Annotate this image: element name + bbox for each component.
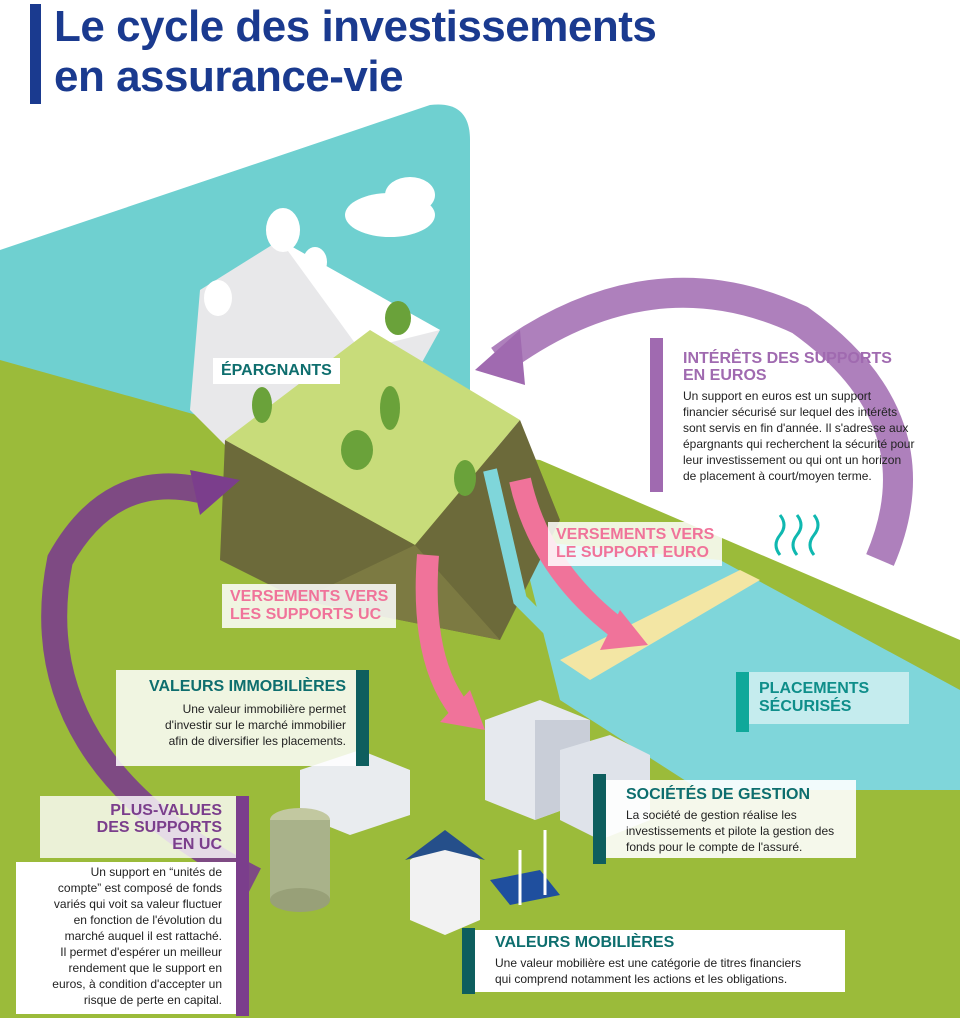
interets-line: épargnants qui recherchent la sécurité p… <box>683 437 915 451</box>
plus-values-body: Un support en “unités de compte” est com… <box>20 864 222 1008</box>
interets-body: Un support en euros est un support finan… <box>683 388 943 484</box>
steam-icon <box>774 514 820 556</box>
interets-line: leur investissement ou qui ont un horizo… <box>683 453 902 467</box>
interets-line: Un support en euros est un support <box>683 389 872 403</box>
plus-values-heading-line-2: DES SUPPORTS <box>96 819 222 836</box>
placements-line-1: PLACEMENTS <box>759 680 870 697</box>
plus-values-heading-line-3: EN UC <box>172 836 222 853</box>
interets-line: financier sécurisé sur lequel des intérê… <box>683 405 898 419</box>
societes-line: investissements et pilote la gestion des <box>626 824 835 838</box>
wind-turbines <box>518 830 547 905</box>
interets-line: de placement à court/moyen terme. <box>683 469 872 483</box>
plus-values-line: rendement que le support en <box>68 961 222 975</box>
plus-values-heading-box: PLUS-VALUES DES SUPPORTS EN UC <box>40 796 236 858</box>
placements-accent-bar <box>736 672 749 732</box>
solar-panels <box>490 870 560 905</box>
societes-box: SOCIÉTÉS DE GESTION La société de gestio… <box>606 780 856 858</box>
mobilieres-body: Une valeur mobilière est une catégorie d… <box>495 955 837 987</box>
water-tower <box>270 808 330 912</box>
mobilieres-heading: VALEURS MOBILIÈRES <box>495 934 675 951</box>
rain-cloud <box>345 177 435 237</box>
versements-uc-line-1: VERSEMENTS VERS <box>230 588 389 605</box>
interets-line: sont servis en fin d'année. Il s'adresse… <box>683 421 909 435</box>
label-versements-uc: VERSEMENTS VERS LES SUPPORTS UC <box>222 584 397 628</box>
house <box>405 830 485 935</box>
societes-heading: SOCIÉTÉS DE GESTION <box>626 786 811 803</box>
interets-heading-line-2: EN EUROS <box>683 367 767 384</box>
plus-values-line: risque de perte en capital. <box>83 993 222 1007</box>
plus-values-line: euros, à condition d'accepter un <box>52 977 222 991</box>
trees <box>204 208 476 496</box>
versements-uc-line-2: LES SUPPORTS UC <box>230 606 382 623</box>
plus-values-heading-line-1: PLUS-VALUES <box>110 802 222 819</box>
societes-line: fonds pour le compte de l'assuré. <box>626 840 803 854</box>
arrow-interets <box>491 277 913 566</box>
immobilieres-line: afin de diversifier les placements. <box>168 734 346 748</box>
beach-shape <box>560 570 760 680</box>
label-versements-euro: VERSEMENTS VERS LE SUPPORT EURO <box>548 522 723 566</box>
versements-euro-line-2: LE SUPPORT EURO <box>556 544 709 561</box>
versements-euro-line-1: VERSEMENTS VERS <box>556 526 715 543</box>
interets-heading-line-1: INTÉRÊTS DES SUPPORTS <box>683 350 892 367</box>
warehouse <box>300 750 410 835</box>
societes-body: La société de gestion réalise les invest… <box>626 807 848 855</box>
arrow-versements-uc <box>415 554 469 717</box>
plus-values-line: marché auquel il est rattaché. <box>64 929 222 943</box>
immobilieres-box: VALEURS IMMOBILIÈRES Une valeur immobili… <box>116 670 356 766</box>
societes-accent-bar <box>593 774 606 864</box>
page-title: Le cycle des investissements en assuranc… <box>54 2 657 102</box>
mobilieres-line: Une valeur mobilière est une catégorie d… <box>495 956 802 970</box>
plus-values-line: compte” est composé de fonds <box>57 881 222 895</box>
plus-values-line: en fonction de l'évolution du <box>73 913 222 927</box>
immobilieres-line: Une valeur immobilière permet <box>182 702 346 716</box>
plus-values-line: Il permet d'espérer un meilleur <box>60 945 222 959</box>
immobilieres-heading: VALEURS IMMOBILIÈRES <box>148 678 346 695</box>
plus-values-accent-bar <box>236 796 249 1016</box>
placements-line-2: SÉCURISÉS <box>759 698 852 715</box>
label-placements: PLACEMENTS SÉCURISÉS <box>749 672 909 724</box>
label-epargnants: ÉPARGNANTS <box>213 358 340 384</box>
societes-line: La société de gestion réalise les <box>626 808 797 822</box>
immobilieres-line: d'investir sur le marché immobilier <box>164 718 346 732</box>
plus-values-line: variés qui voit sa valeur fluctuer <box>53 897 222 911</box>
plus-values-line: Un support en “unités de <box>90 865 222 879</box>
interets-accent-bar <box>650 338 663 492</box>
title-line-1: Le cycle des investissements <box>54 2 657 51</box>
plus-values-body-box: Un support en “unités de compte” est com… <box>16 862 236 1014</box>
plateau <box>225 330 520 545</box>
title-line-2: en assurance-vie <box>54 52 404 101</box>
title-accent-bar <box>30 4 41 104</box>
immobilieres-accent-bar <box>356 670 369 766</box>
mobilieres-accent-bar <box>462 928 475 994</box>
interets-heading: INTÉRÊTS DES SUPPORTS EN EUROS <box>683 350 943 384</box>
sea-shape <box>520 540 960 790</box>
mobilieres-line: qui comprend notamment les actions et le… <box>495 972 788 986</box>
mobilieres-box: VALEURS MOBILIÈRES Une valeur mobilière … <box>475 930 845 992</box>
interets-box: INTÉRÊTS DES SUPPORTS EN EUROS Un suppor… <box>683 350 943 484</box>
plus-values-heading: PLUS-VALUES DES SUPPORTS EN UC <box>54 802 222 853</box>
office-buildings <box>485 700 650 840</box>
label-epargnants-text: ÉPARGNANTS <box>221 362 332 379</box>
immobilieres-body: Une valeur immobilière permet d'investir… <box>126 701 346 749</box>
